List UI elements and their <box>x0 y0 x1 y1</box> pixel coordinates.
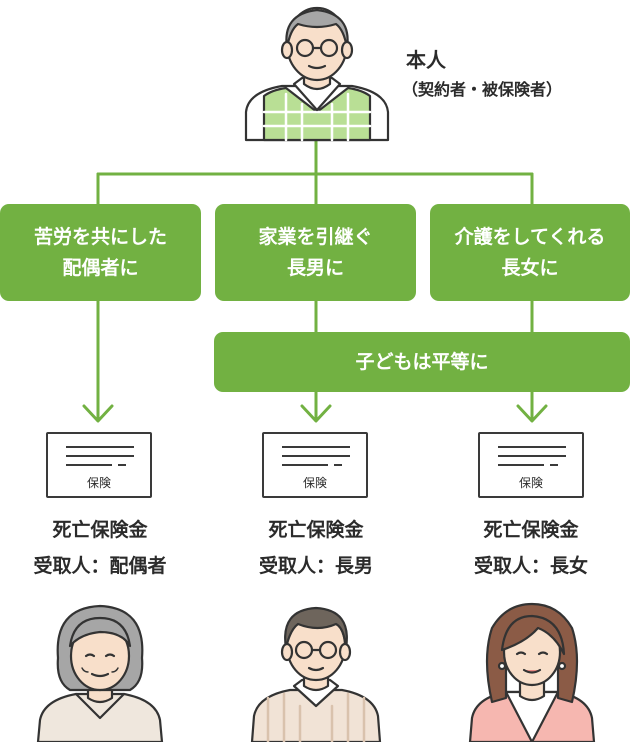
arrow-down-icon <box>300 404 332 423</box>
beneficiary-label-spouse: 死亡保険金 受取人：配偶者 <box>0 512 200 584</box>
reason-box-eldest-son: 家業を引継ぐ 長男に <box>215 204 416 301</box>
benefit-text: 死亡保険金 <box>268 519 364 541</box>
equal-box: 子どもは平等に <box>214 332 630 392</box>
arrow-down-icon <box>516 404 548 423</box>
policy-document-icon: 保険 <box>478 432 584 498</box>
benefit-text: 死亡保険金 <box>52 519 148 541</box>
equal-text: 子どもは平等に <box>355 350 489 373</box>
insured-title: 本人 <box>406 48 446 72</box>
reason-box-eldest-daughter: 介護をしてくれる 長女に <box>430 204 630 301</box>
beneficiary-label-eldest-son: 死亡保険金 受取人：長男 <box>216 512 416 584</box>
recipient-text: 受取人：長女 <box>473 555 588 577</box>
benefit-text: 死亡保険金 <box>483 519 579 541</box>
middle-aged-man-icon <box>250 606 382 742</box>
recipient-text: 受取人：配偶者 <box>33 555 167 577</box>
arrow-down-icon <box>82 404 114 423</box>
elderly-woman-icon <box>36 604 164 742</box>
policy-document-icon: 保険 <box>262 432 368 498</box>
beneficiary-label-eldest-daughter: 死亡保険金 受取人：長女 <box>431 512 630 584</box>
reason-box-spouse: 苦労を共にした 配偶者に <box>0 204 201 301</box>
policy-document-icon: 保険 <box>46 432 152 498</box>
policy-doc-label: 保険 <box>518 476 543 490</box>
insured-subtitle: （契約者・被保険者） <box>402 80 563 99</box>
policy-doc-label: 保険 <box>302 476 327 490</box>
reason-text-spouse: 苦労を共にした 配偶者に <box>33 225 167 279</box>
woman-icon <box>468 602 596 742</box>
reason-text-eldest-daughter: 介護をしてくれる 長女に <box>454 225 606 279</box>
reason-text-eldest-son: 家業を引継ぐ 長男に <box>258 225 373 279</box>
elderly-man-icon <box>244 6 390 142</box>
recipient-text: 受取人：長男 <box>258 555 373 577</box>
policy-doc-label: 保険 <box>86 476 111 490</box>
